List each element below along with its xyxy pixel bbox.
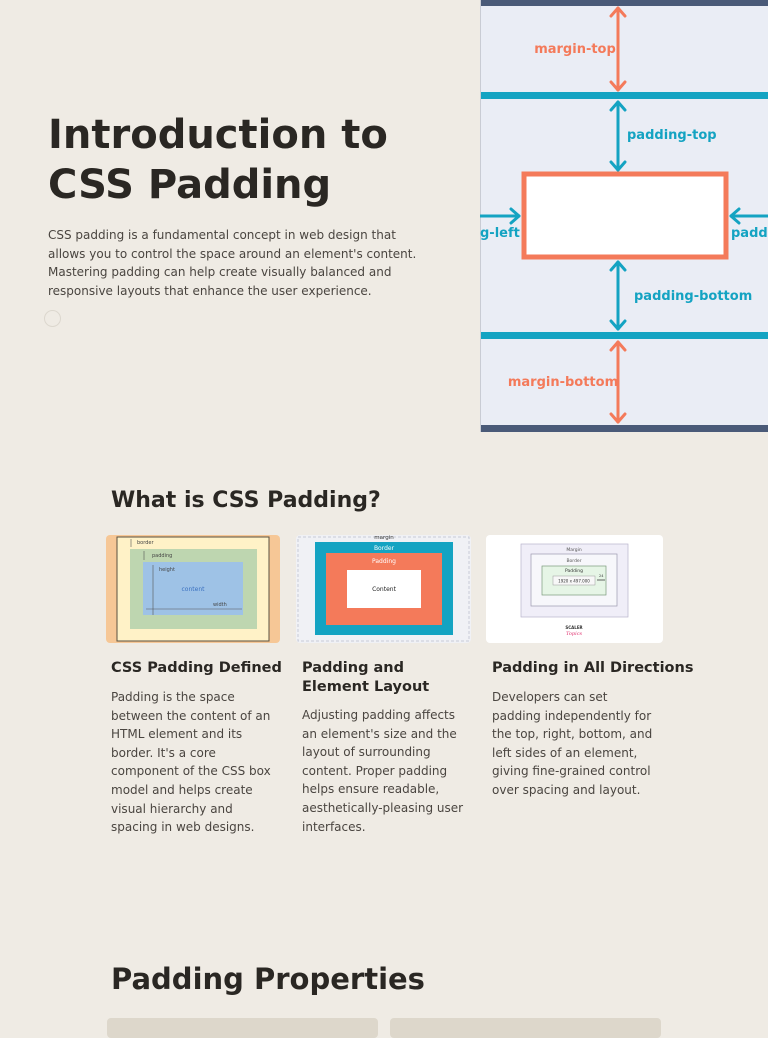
box-model-image: border padding height content width (106, 535, 280, 643)
svg-text:margin: margin (374, 535, 394, 541)
card-text-element-layout: Adjusting padding affects an element's s… (302, 708, 464, 834)
section-title: What is CSS Padding? (111, 488, 381, 513)
margin-top-label: margin-top (534, 42, 616, 57)
svg-text:Border: Border (374, 545, 395, 552)
card-text-padding-defined: Padding is the space between the content… (111, 690, 271, 835)
svg-text:1920 x 497.000: 1920 x 497.000 (558, 579, 590, 584)
card-title-padding-defined: CSS Padding Defined (111, 660, 282, 676)
padding-right-label: paddi (731, 226, 768, 241)
content-box (521, 171, 729, 260)
diagram-bottom-bar (480, 425, 768, 432)
padding-bottom-line (480, 332, 768, 339)
padding-bottom-label: padding-bottom (634, 289, 752, 304)
svg-text:border: border (137, 540, 154, 546)
padding-bottom-arrow-icon (609, 260, 627, 331)
padding-top-line (480, 92, 768, 99)
devtools-box-image: Margin Border Padding 1920 x 497.000 24 … (486, 535, 663, 643)
padding-properties-title: Padding Properties (111, 962, 425, 996)
card-title-all-directions: Padding in All Directions (492, 660, 694, 676)
intro-paragraph: CSS padding is a fundamental concept in … (48, 228, 417, 299)
property-card (390, 1018, 661, 1038)
margin-bottom-label: margin-bottom (508, 375, 618, 390)
padding-left-arrow-icon (480, 207, 521, 225)
diagram-top-bar (480, 0, 768, 6)
border-padding-image: margin Border Padding Content (296, 535, 471, 643)
card-title-element-layout: Padding and Element Layout (302, 660, 430, 695)
svg-text:Border: Border (566, 558, 581, 564)
svg-text:Padding: Padding (565, 568, 583, 574)
circle-icon (44, 310, 61, 327)
svg-text:width: width (213, 602, 227, 608)
svg-text:Content: Content (372, 586, 397, 593)
margin-bottom-arrow-icon (609, 340, 627, 424)
card-text-all-directions: Developers can set padding independently… (492, 690, 653, 797)
svg-text:Margin: Margin (566, 547, 582, 553)
svg-text:SCALER: SCALER (565, 625, 582, 630)
page-title: Introduction to CSS Padding (48, 112, 388, 208)
padding-top-arrow-icon (609, 100, 627, 172)
svg-text:height: height (159, 567, 175, 573)
box-model-diagram: margin-top padding-top g-left paddi padd… (480, 0, 768, 432)
svg-text:Padding: Padding (372, 558, 396, 565)
svg-text:Topics: Topics (566, 631, 583, 637)
padding-left-label: g-left (480, 226, 520, 241)
padding-top-label: padding-top (627, 128, 717, 143)
svg-text:content: content (182, 586, 206, 593)
margin-top-arrow-icon (609, 6, 627, 92)
padding-right-arrow-icon (729, 207, 768, 225)
svg-text:padding: padding (152, 553, 172, 559)
svg-text:24: 24 (599, 574, 604, 578)
property-card (107, 1018, 378, 1038)
